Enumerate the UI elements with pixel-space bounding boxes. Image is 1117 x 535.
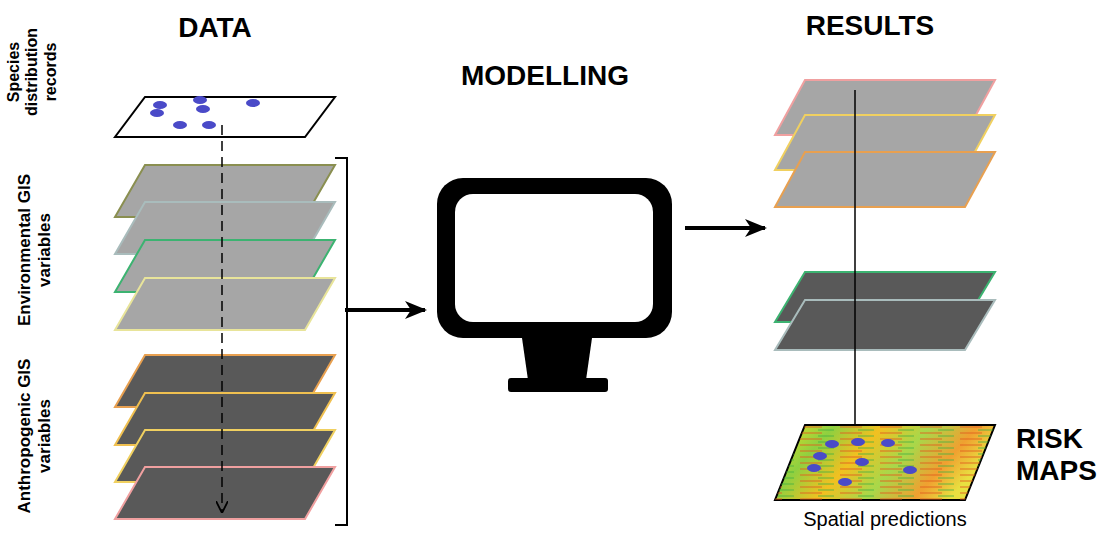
flow-arrow bbox=[685, 226, 765, 230]
stack-arrow bbox=[854, 90, 856, 438]
risk-map bbox=[775, 425, 995, 500]
records-layer bbox=[115, 97, 335, 137]
flow-arrow bbox=[345, 308, 425, 312]
layer-group-label: Anthropogenic GIS variables bbox=[15, 351, 54, 521]
layer-group-label: Environmental GIS variables bbox=[15, 165, 54, 335]
anthropogenic-layers bbox=[115, 355, 335, 519]
layer-group-label: Species distribution records bbox=[5, 5, 60, 140]
section-heading: DATA bbox=[115, 12, 315, 44]
record-dots bbox=[150, 96, 260, 129]
caption-label: Spatial predictions bbox=[765, 508, 1005, 531]
section-heading: MODELLING bbox=[425, 60, 665, 92]
stack-arrow bbox=[221, 125, 223, 512]
result-layers-dark bbox=[775, 272, 995, 350]
result-layers-light bbox=[775, 80, 995, 207]
bracket bbox=[335, 158, 347, 525]
computer-icon bbox=[437, 178, 672, 392]
environmental-layers bbox=[115, 165, 335, 330]
section-heading: RESULTS bbox=[760, 10, 980, 42]
result-label: RISK MAPS bbox=[1016, 423, 1112, 487]
